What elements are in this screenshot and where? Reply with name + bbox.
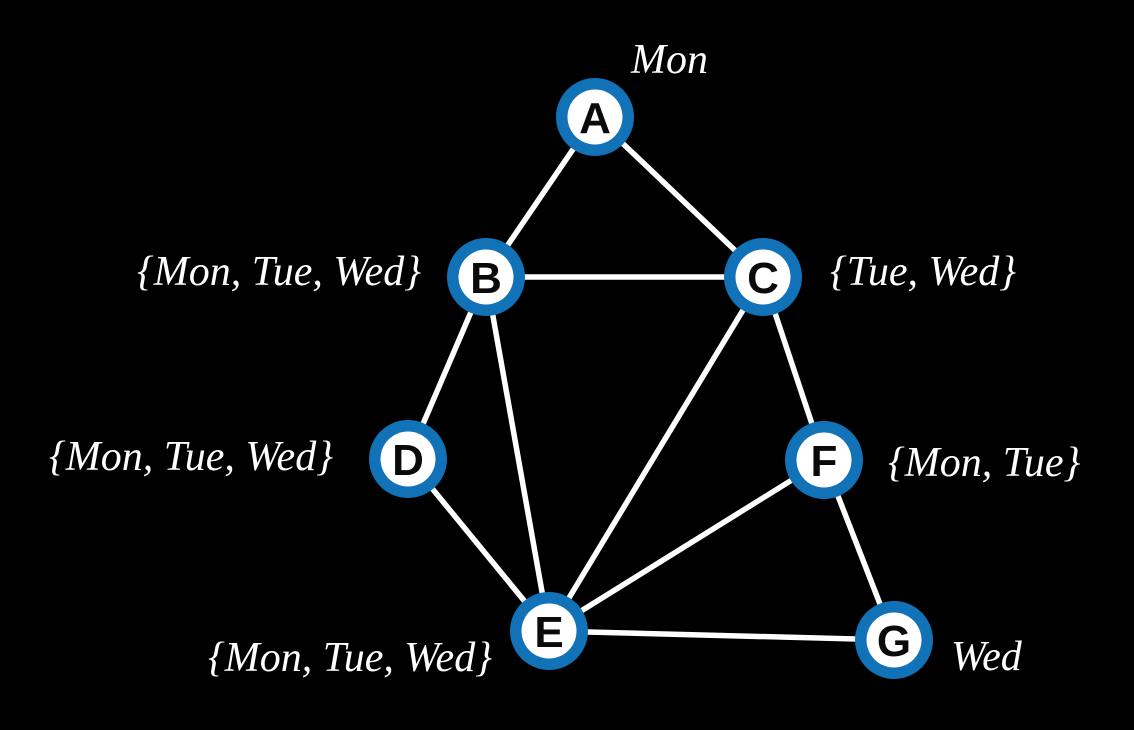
edge-E-G [546,628,897,643]
edge-E-F [546,457,827,634]
node-B-circle [458,249,514,305]
node-E-circle [521,603,577,659]
node-D-domain-label: {Mon, Tue, Wed} [49,434,333,480]
node-D-circle [380,431,436,487]
edge-B-E [483,274,552,634]
node-F-letter: F [811,437,838,486]
edge-C-E [546,274,766,634]
node-G-circle [866,612,922,668]
node-F-domain-label: {Mon, Tue} [888,440,1080,486]
node-E-domain-label: {Mon, Tue, Wed} [208,635,492,681]
node-F-circle [796,432,852,488]
node-C-domain-label: {Tue, Wed} [830,249,1016,295]
node-A-letter: A [579,94,611,143]
node-G-domain-label: Wed [951,634,1023,680]
node-B-domain-label: {Mon, Tue, Wed} [137,249,421,295]
node-E-letter: E [534,608,563,657]
node-B-letter: B [470,254,502,303]
node-A-circle [567,89,623,145]
node-G-letter: G [877,617,911,666]
node-C-circle [735,249,791,305]
node-C-letter: C [747,254,779,303]
node-A-domain-label: Mon [630,37,708,83]
node-D-letter: D [392,436,424,485]
